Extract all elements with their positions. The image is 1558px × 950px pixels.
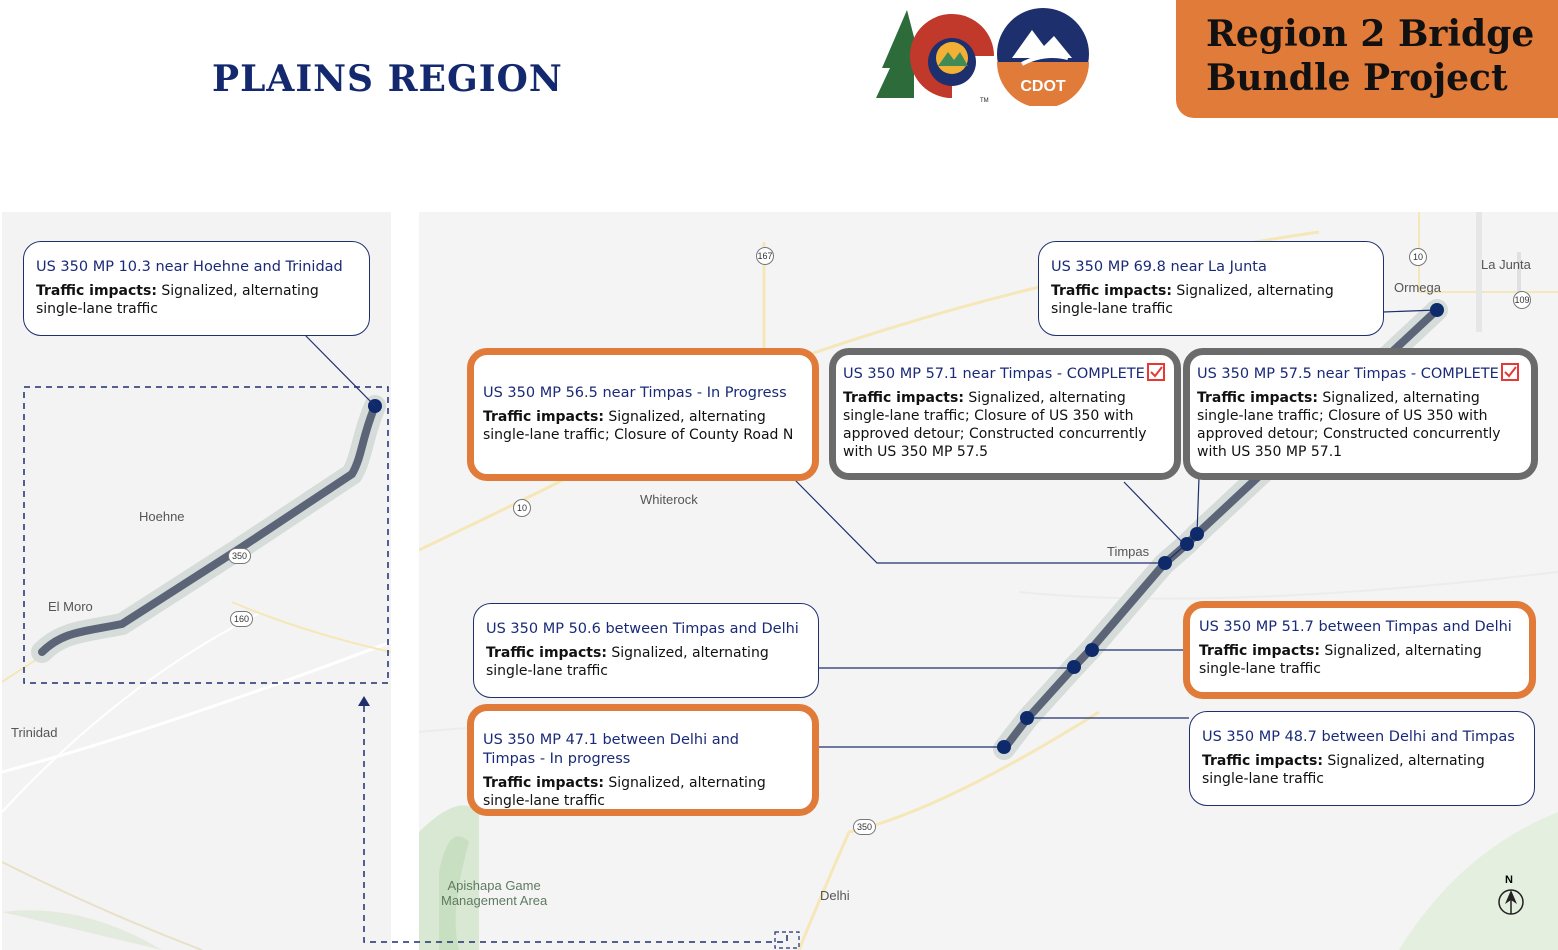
callout-impacts: Traffic impacts: Signalized, alternating… (843, 389, 1166, 461)
traffic-impacts-text: Signalized, alternating single-lane traf… (1202, 753, 1485, 787)
project-banner (1176, 0, 1558, 118)
callout-title: US 350 MP 57.5 near Timpas - COMPLETE (1197, 363, 1523, 384)
cdot-logo: CDOT TM (872, 6, 1102, 108)
co-109-shield: 109 (1513, 291, 1531, 309)
complete-check-icon (1146, 363, 1165, 381)
callout-mp-56-5[interactable]: US 350 MP 56.5 near Timpas - In Progress… (467, 348, 819, 481)
north-label: N (1505, 874, 1513, 886)
traffic-impacts-text: Signalized, alternating single-lane traf… (1199, 643, 1482, 677)
traffic-impacts-label: Traffic impacts: (483, 775, 604, 791)
cdot-logo-text: CDOT (1020, 78, 1066, 95)
map-label-apishapa-line2: Management Area (441, 893, 548, 908)
main-map-timpas-la-junta[interactable]: Whiterock Timpas La Junta Ormega Delhi A… (419, 212, 1558, 950)
callout-title-text: US 350 MP 57.5 near Timpas - COMPLETE (1197, 366, 1499, 382)
map-label-timpas: Timpas (1107, 544, 1150, 559)
callout-title: US 350 MP 51.7 between Timpas and Delhi (1199, 619, 1512, 635)
callout-mp-50-6[interactable]: US 350 MP 50.6 between Timpas and Delhi … (473, 603, 819, 698)
callout-title-text: US 350 MP 57.1 near Timpas - COMPLETE (843, 366, 1145, 382)
callout-mp-51-7[interactable]: US 350 MP 51.7 between Timpas and Delhi … (1183, 601, 1536, 699)
co-10-shield: 10 (513, 499, 531, 517)
traffic-impacts-text: Signalized, alternating single-lane traf… (1051, 283, 1334, 317)
callout-impacts: Traffic impacts: Signalized, alternating… (36, 282, 357, 318)
traffic-impacts-label: Traffic impacts: (1199, 643, 1320, 659)
callout-impacts: Traffic impacts: Signalized, alternating… (486, 644, 806, 680)
callout-impacts: Traffic impacts: Signalized, alternating… (1202, 752, 1522, 788)
complete-check-icon (1500, 363, 1519, 381)
map-label-el-moro: El Moro (48, 599, 93, 614)
callout-title: US 350 MP 57.1 near Timpas - COMPLETE (843, 363, 1166, 384)
map-label-whiterock: Whiterock (640, 492, 698, 507)
callout-mp-57-1[interactable]: US 350 MP 57.1 near Timpas - COMPLETE Tr… (829, 348, 1181, 480)
callout-title-line2: Timpas - In progress (483, 751, 631, 767)
map-label-apishapa: Apishapa Game Management Area (441, 878, 547, 908)
traffic-impacts-text: Signalized, alternating single-lane traf… (483, 409, 794, 443)
map-label-trinidad: Trinidad (11, 725, 58, 740)
callout-mp-10-3[interactable]: US 350 MP 10.3 near Hoehne and Trinidad … (23, 241, 370, 336)
us-350-shield: 350 (228, 548, 252, 564)
callout-impacts: Traffic impacts: Signalized, alternating… (483, 408, 804, 444)
traffic-impacts-text: Signalized, alternating single-lane traf… (483, 775, 766, 809)
traffic-impacts-label: Traffic impacts: (36, 283, 157, 299)
callout-title: US 350 MP 56.5 near Timpas - In Progress (483, 385, 787, 401)
traffic-impacts-label: Traffic impacts: (1051, 283, 1172, 299)
callout-title: US 350 MP 50.6 between Timpas and Delhi (486, 621, 799, 637)
callout-mp-57-5[interactable]: US 350 MP 57.5 near Timpas - COMPLETE Tr… (1183, 348, 1538, 480)
co-167-shield: 167 (756, 247, 774, 265)
co-10-shield-north: 10 (1409, 248, 1427, 266)
inset-map-graphics (2, 334, 391, 950)
trademark-text: TM (980, 98, 989, 104)
traffic-impacts-text: Signalized, alternating single-lane traf… (486, 645, 769, 679)
traffic-impacts-label: Traffic impacts: (483, 409, 604, 425)
callout-title: US 350 MP 10.3 near Hoehne and Trinidad (36, 259, 343, 275)
callout-mp-69-8[interactable]: US 350 MP 69.8 near La Junta Traffic imp… (1038, 241, 1384, 336)
page-title: PLAINS REGION (212, 58, 563, 100)
traffic-impacts-label: Traffic impacts: (1202, 753, 1323, 769)
traffic-impacts-text: Signalized, alternating single-lane traf… (1197, 390, 1501, 460)
map-label-ormega: Ormega (1394, 280, 1441, 295)
callout-impacts: Traffic impacts: Signalized, alternating… (1199, 642, 1521, 678)
us-160-shield: 160 (230, 611, 254, 627)
traffic-impacts-text: Signalized, alternating single-lane traf… (36, 283, 319, 317)
project-title-line2: Bundle Project (1206, 57, 1508, 99)
callout-impacts: Traffic impacts: Signalized, alternating… (1051, 282, 1371, 318)
traffic-impacts-label: Traffic impacts: (843, 390, 964, 406)
callout-mp-47-1[interactable]: US 350 MP 47.1 between Delhi and Timpas … (467, 704, 819, 816)
traffic-impacts-label: Traffic impacts: (1197, 390, 1318, 406)
callout-impacts: Traffic impacts: Signalized, alternating… (1197, 389, 1523, 461)
map-label-hoehne: Hoehne (139, 509, 185, 524)
map-label-apishapa-line1: Apishapa Game (447, 878, 541, 893)
callout-impacts: Traffic impacts: Signalized, alternating… (483, 774, 804, 809)
north-arrow: N (1497, 874, 1527, 918)
traffic-impacts-label: Traffic impacts: (486, 645, 607, 661)
map-label-la-junta: La Junta (1481, 257, 1531, 272)
callout-mp-48-7[interactable]: US 350 MP 48.7 between Delhi and Timpas … (1189, 711, 1535, 806)
project-title: Region 2 Bridge Bundle Project (1206, 12, 1546, 100)
callout-title: US 350 MP 69.8 near La Junta (1051, 259, 1267, 275)
map-label-delhi: Delhi (820, 888, 850, 903)
us-350-shield-main: 350 (853, 819, 877, 835)
project-title-line1: Region 2 Bridge (1206, 13, 1535, 55)
colorado-logo-icon: CDOT TM (876, 8, 1089, 108)
callout-title: US 350 MP 48.7 between Delhi and Timpas (1202, 729, 1515, 745)
compass-icon (1498, 889, 1524, 915)
traffic-impacts-text: Signalized, alternating single-lane traf… (843, 390, 1147, 460)
callout-title-line1: US 350 MP 47.1 between Delhi and (483, 732, 740, 748)
